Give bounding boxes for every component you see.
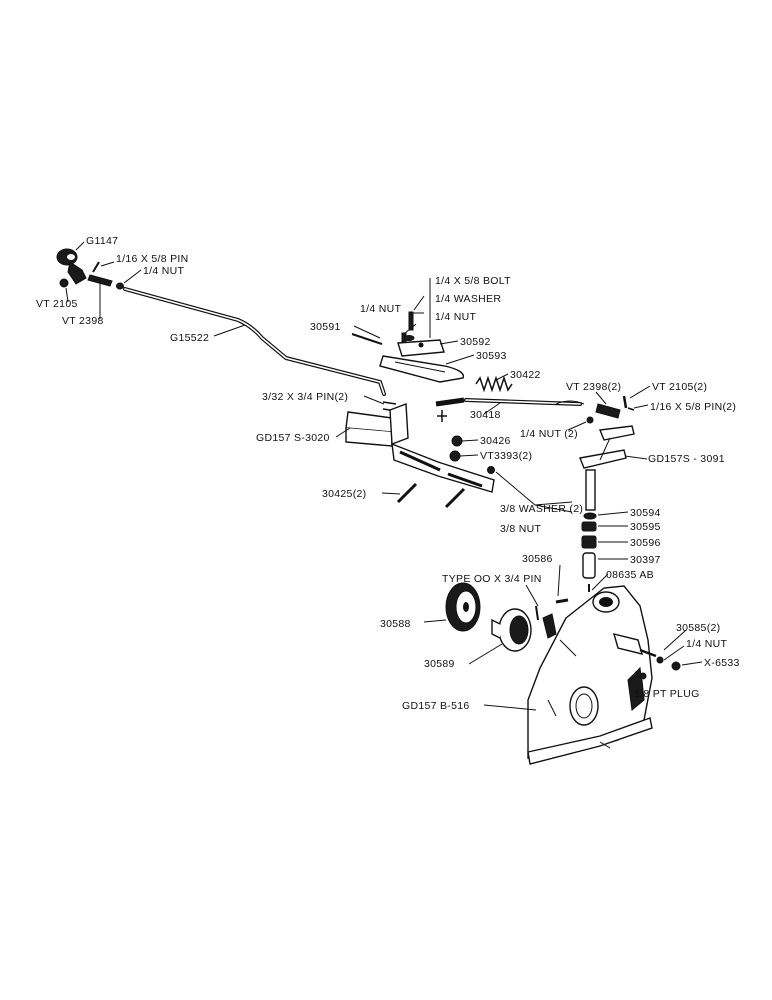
label-30397: 30397 (630, 554, 661, 566)
label-nut-1-4-c: 1/4 NUT (360, 303, 401, 315)
label-gd157s-3091: GD157S - 3091 (648, 453, 725, 465)
gd157b-516-housing (527, 585, 653, 765)
label-30422: 30422 (510, 369, 541, 381)
label-pin-1-16-x-5-8: 1/16 X 5/8 PIN (116, 253, 189, 265)
label-30425-2: 30425(2) (322, 488, 366, 500)
30588-gear (445, 582, 481, 632)
part-labels: G1147 1/16 X 5/8 PIN 1/4 NUT VT 2105 VT … (36, 235, 740, 712)
part-drawings (56, 248, 681, 765)
label-vt2398-2: VT 2398(2) (566, 381, 621, 393)
label-nut-1-4-d: 1/4 NUT (686, 638, 727, 650)
label-30585-2: 30585(2) (676, 622, 720, 634)
label-30426: 30426 (480, 435, 511, 447)
label-g1147: G1147 (86, 235, 118, 247)
label-08635ab: 08635 AB (606, 569, 654, 581)
label-30595: 30595 (630, 521, 661, 533)
30589-cam (491, 608, 532, 652)
label-pin-3-32-x-3-4: 3/32 X 3/4 PIN(2) (262, 391, 348, 403)
label-x6533: X-6533 (704, 657, 740, 669)
label-nut-1-4-a: 1/4 NUT (143, 265, 184, 277)
label-nut-3-8: 3/8 NUT (500, 523, 541, 535)
label-nut-1-4-b: 1/4 NUT (435, 311, 476, 323)
label-30594: 30594 (630, 507, 661, 519)
g1147-fitting (56, 248, 87, 288)
label-30596: 30596 (630, 537, 661, 549)
30422-spring (475, 375, 513, 393)
30418-link (435, 397, 585, 407)
label-30592: 30592 (460, 336, 491, 348)
label-vt2105-a: VT 2105 (36, 298, 78, 310)
label-type-oo-pin: TYPE OO X 3/4 PIN (442, 573, 542, 585)
leader-lines (65, 241, 703, 711)
g15522-rod (123, 287, 386, 396)
gd157s-3091-bellcrank (579, 425, 635, 511)
label-bolt-1-4-x-5-8: 1/4 X 5/8 BOLT (435, 275, 511, 287)
label-gd157s-3020: GD157 S-3020 (256, 432, 330, 444)
label-washer-3-8-2: 3/8 WASHER (2) (500, 503, 583, 515)
label-nut-1-4-2: 1/4 NUT (2) (520, 428, 578, 440)
label-pt-plug: 1/8 PT PLUG (634, 688, 700, 700)
label-30586: 30586 (522, 553, 553, 565)
label-vt3393-2: VT3393(2) (480, 450, 532, 462)
label-gd157b-516: GD157 B-516 (402, 700, 470, 712)
label-g15522: G15522 (170, 332, 209, 344)
label-vt2105-2: VT 2105(2) (652, 381, 707, 393)
label-30591: 30591 (310, 321, 341, 333)
label-30418: 30418 (470, 409, 501, 421)
label-vt2398-a: VT 2398 (62, 315, 104, 327)
label-washer-1-4: 1/4 WASHER (435, 293, 501, 305)
gd157s-3020-bracket (345, 403, 495, 493)
label-pin-1-16-x-5-8-2: 1/16 X 5/8 PIN(2) (650, 401, 736, 413)
label-30593: 30593 (476, 350, 507, 362)
label-30588: 30588 (380, 618, 411, 630)
label-30589: 30589 (424, 658, 455, 670)
